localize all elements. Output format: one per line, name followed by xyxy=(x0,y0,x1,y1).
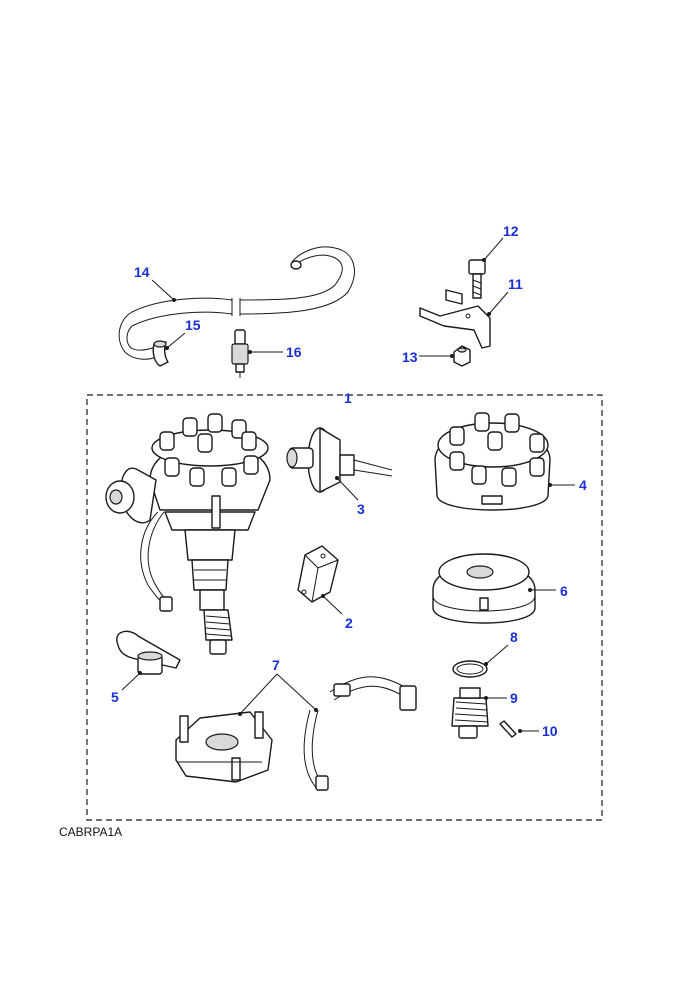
nut-part-13 xyxy=(453,345,471,367)
callout-label-11: 11 xyxy=(508,276,523,292)
vacuum-advance-part-3 xyxy=(286,427,393,493)
vacuum-hose-part-14 xyxy=(118,246,355,360)
bracket-part-11 xyxy=(419,289,491,349)
pin-part-10 xyxy=(499,720,517,738)
shield-part-6 xyxy=(432,553,536,624)
callout-7: 7 xyxy=(238,657,318,716)
callout-label-9: 9 xyxy=(510,690,518,706)
bolt-part-12 xyxy=(468,259,486,299)
callout-13: 13 xyxy=(402,349,454,365)
callout-2: 2 xyxy=(321,594,353,631)
callout-label-4: 4 xyxy=(579,477,587,493)
valve-part-16 xyxy=(231,329,249,378)
callout-label-3: 3 xyxy=(357,501,365,517)
rotor-arm-part-5 xyxy=(116,630,181,675)
callout-label-5: 5 xyxy=(111,689,119,705)
callout-11: 11 xyxy=(487,276,523,316)
callout-label-13: 13 xyxy=(402,349,418,365)
callout-14: 14 xyxy=(134,264,176,302)
callout-12: 12 xyxy=(482,223,519,262)
wiring-harness-part-7 xyxy=(303,676,417,791)
callout-16: 16 xyxy=(248,344,302,360)
distributor-cap-part-4 xyxy=(434,412,551,511)
callout-label-15: 15 xyxy=(185,317,201,333)
callout-label-1: 1 xyxy=(344,390,352,406)
distributor-assembly xyxy=(105,413,271,655)
callout-9: 9 xyxy=(484,690,518,706)
callout-8: 8 xyxy=(484,629,518,666)
callout-label-8: 8 xyxy=(510,629,518,645)
o-ring-part-8 xyxy=(452,660,488,678)
figure-code: CABRPA1A xyxy=(59,825,123,839)
callout-10: 10 xyxy=(518,723,558,739)
distributor-cap-towers xyxy=(159,413,259,487)
callout-4: 4 xyxy=(548,477,587,493)
callout-label-12: 12 xyxy=(503,223,519,239)
ignition-module-part-2 xyxy=(297,545,339,603)
drive-gear-part-9 xyxy=(451,687,489,739)
base-plate-part-7 xyxy=(175,711,273,783)
callout-label-7: 7 xyxy=(272,657,280,673)
callout-1: 1 xyxy=(344,390,352,406)
callout-label-2: 2 xyxy=(345,615,353,631)
callout-label-16: 16 xyxy=(286,344,302,360)
callout-label-6: 6 xyxy=(560,583,568,599)
callout-label-14: 14 xyxy=(134,264,150,280)
callout-label-10: 10 xyxy=(542,723,558,739)
callout-6: 6 xyxy=(528,583,568,599)
hose-clip-part-15 xyxy=(152,340,169,367)
callout-5: 5 xyxy=(111,671,142,705)
callout-3: 3 xyxy=(335,476,365,517)
callout-15: 15 xyxy=(165,317,201,350)
